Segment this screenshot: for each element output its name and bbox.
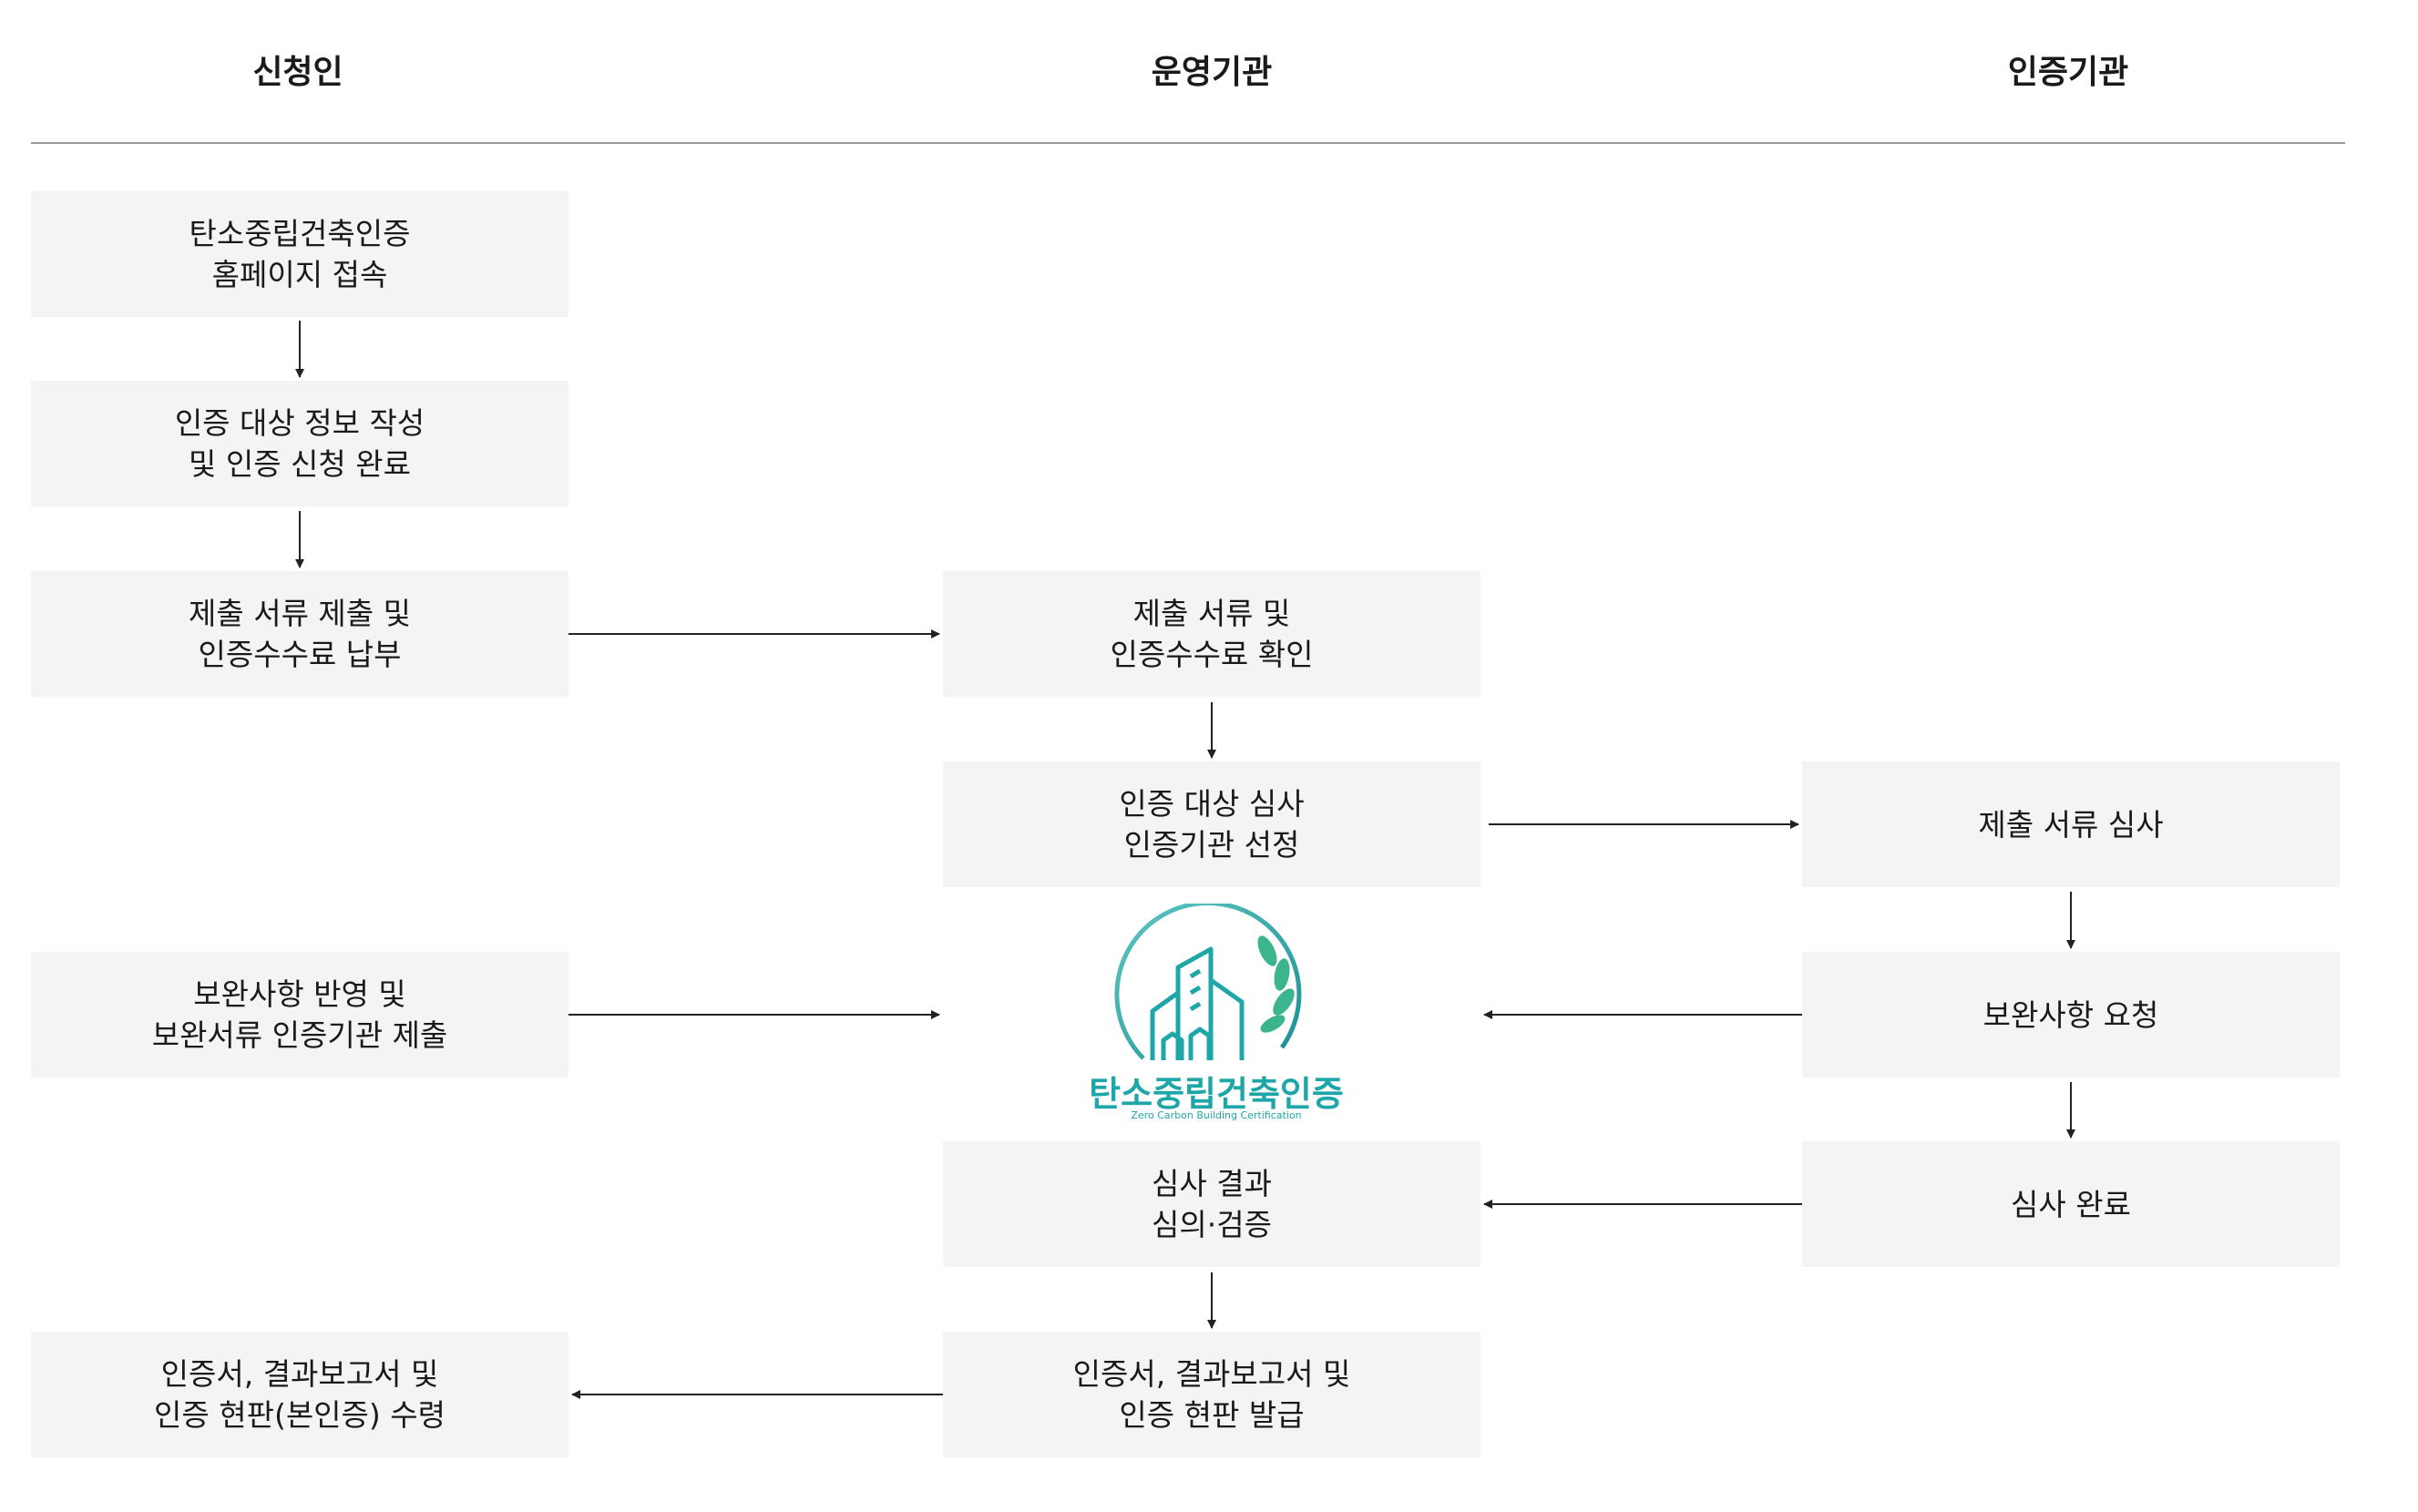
step-line: 인증기관 선정 (1123, 827, 1300, 863)
step-line: 인증 대상 정보 작성 (174, 405, 425, 441)
step-submit-supplement: 보완사항 반영 및 보완서류 인증기관 제출 (31, 952, 569, 1078)
step-request-supplement: 보완사항 요청 (1802, 952, 2340, 1078)
step-line: 인증서, 결과보고서 및 (160, 1356, 439, 1392)
step-line: 및 인증 신청 완료 (189, 446, 411, 482)
step-receive-certificate: 인증서, 결과보고서 및 인증 현판(본인증) 수령 (31, 1332, 569, 1457)
logo-title: 탄소중립건축인증 (1089, 1074, 1344, 1114)
step-line: 심사 완료 (2011, 1186, 2131, 1222)
step-line: 인증서, 결과보고서 및 (1072, 1356, 1351, 1392)
step-submit-documents: 제출 서류 제출 및 인증수수료 납부 (31, 571, 569, 697)
step-line: 인증 현판(본인증) 수령 (154, 1397, 446, 1433)
step-line: 제출 서류 제출 및 (189, 596, 411, 631)
step-verify-documents: 제출 서류 및 인증수수료 확인 (943, 571, 1481, 697)
step-line: 인증 대상 심사 (1119, 786, 1305, 822)
step-line: 인증수수료 납부 (198, 637, 402, 672)
column-header-certifier: 인증기관 (2007, 54, 2129, 91)
column-header-applicant: 신청인 (252, 54, 343, 91)
step-write-application: 인증 대상 정보 작성 및 인증 신청 완료 (31, 381, 569, 506)
step-line: 심의·검증 (1152, 1207, 1272, 1242)
step-line: 심사 결과 (1152, 1166, 1272, 1201)
step-select-certifier: 인증 대상 심사 인증기관 선정 (943, 761, 1481, 887)
step-line: 제출 서류 및 (1132, 596, 1291, 631)
step-line: 보완서류 인증기관 제출 (151, 1017, 448, 1053)
step-line: 인증 현판 발급 (1119, 1397, 1305, 1433)
step-line: 보완사항 반영 및 (193, 976, 406, 1012)
step-line: 탄소중립건축인증 (189, 216, 411, 251)
step-review-documents: 제출 서류 심사 (1802, 761, 2340, 887)
logo-subtitle: Zero Carbon Building Certification (1131, 1109, 1302, 1121)
column-header-operator: 운영기관 (1151, 54, 1273, 91)
step-line: 제출 서류 심사 (1978, 806, 2164, 843)
step-deliberation: 심사 결과 심의·검증 (943, 1141, 1481, 1267)
step-review-complete: 심사 완료 (1802, 1141, 2340, 1267)
step-issue-certificate: 인증서, 결과보고서 및 인증 현판 발급 (943, 1332, 1481, 1457)
building-leaf-icon (1114, 904, 1302, 1060)
step-line: 보완사항 요청 (1983, 996, 2159, 1033)
step-line: 인증수수료 확인 (1110, 637, 1314, 672)
step-line: 홈페이지 접속 (211, 257, 388, 292)
header-divider (31, 142, 2345, 144)
step-access-homepage: 탄소중립건축인증 홈페이지 접속 (31, 191, 569, 317)
